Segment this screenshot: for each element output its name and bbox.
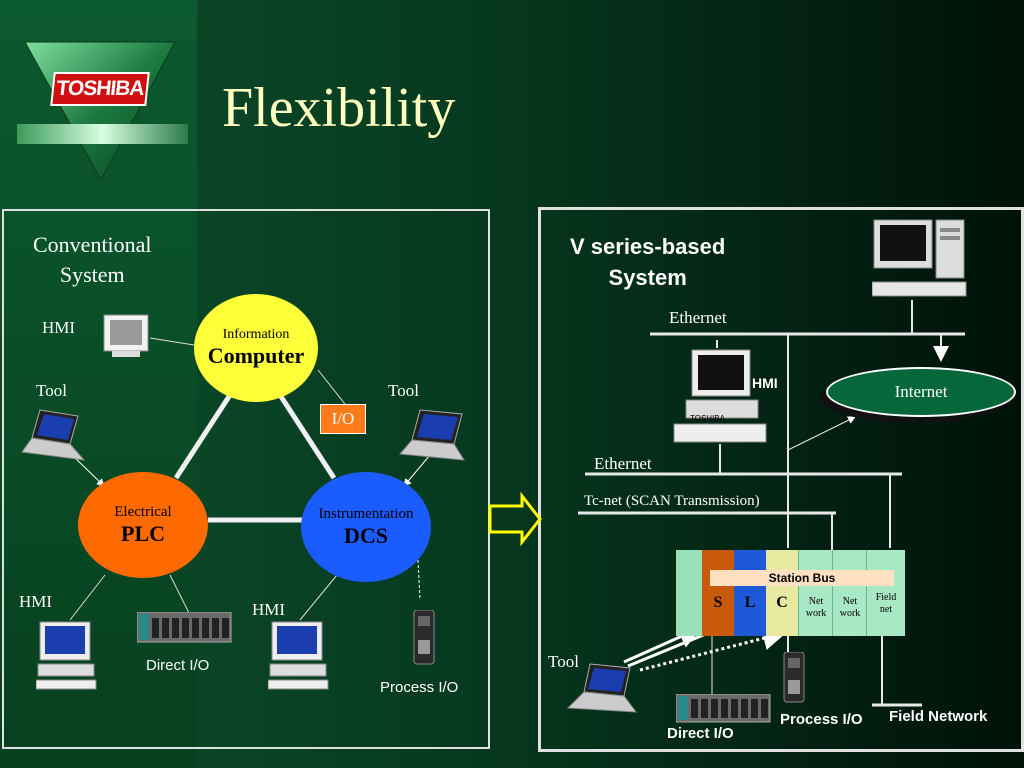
conventional-heading: Conventional System xyxy=(33,230,152,290)
dcs-small-label: Instrumentation xyxy=(318,505,414,522)
laptop-right-icon xyxy=(398,409,465,461)
field-network-label: Field Network xyxy=(889,708,988,725)
rack-power-module xyxy=(676,550,703,636)
internet-label: Internet xyxy=(894,382,948,401)
io-box: I/O xyxy=(320,404,366,434)
controller-rack: S L C Net work Net work Field net Statio… xyxy=(676,550,905,636)
tool-right-panel-label: Tool xyxy=(548,652,579,671)
module-network-1: Net work xyxy=(798,550,833,636)
module-l: L xyxy=(734,550,766,636)
vseries-heading-line2: System xyxy=(608,265,687,290)
vseries-heading-line1: V series-based xyxy=(570,234,726,259)
hmi-left-label: HMI xyxy=(19,592,53,611)
hmi-top-label: HMI xyxy=(42,318,76,337)
hmi-brand-label: TOSHIBA xyxy=(690,414,725,423)
tool-left-label: Tool xyxy=(36,381,67,400)
direct-io-label-left: Direct I/O xyxy=(146,657,210,674)
dcs-node: Instrumentation DCS xyxy=(301,472,431,582)
net1-label-line1: Net xyxy=(808,596,824,607)
fieldnet-label-line1: Field xyxy=(875,592,897,603)
info-big-label: Computer xyxy=(207,343,305,368)
internet-node: Internet xyxy=(826,367,1016,417)
tool-right-label: Tool xyxy=(388,381,419,400)
conventional-heading-line2: System xyxy=(59,262,125,287)
vseries-panel xyxy=(538,207,1024,752)
vseries-heading: V series-based System xyxy=(570,231,725,293)
direct-io-rack-right-icon xyxy=(676,694,771,723)
process-io-label-left: Process I/O xyxy=(380,679,459,696)
conventional-panel xyxy=(2,209,490,749)
slide-title: Flexibility xyxy=(222,77,456,139)
process-io-right-icon xyxy=(783,652,805,703)
conventional-heading-line1: Conventional xyxy=(33,232,152,257)
fieldnet-label-line2: net xyxy=(879,604,893,615)
workstation-left-icon xyxy=(36,621,97,690)
ethernet-mid-label: Ethernet xyxy=(594,454,652,473)
information-computer-node: Information Computer xyxy=(194,294,318,402)
direct-io-label-right: Direct I/O xyxy=(667,725,734,742)
plc-node: Electrical PLC xyxy=(78,472,208,578)
dcs-big-label: DCS xyxy=(343,522,388,548)
process-io-device-icon xyxy=(413,610,435,665)
station-bus-bar: Station Bus xyxy=(710,570,894,586)
module-c: C xyxy=(766,550,798,636)
laptop-left-icon xyxy=(21,409,86,461)
net2-label-line2: work xyxy=(839,608,861,619)
plc-small-label: Electrical xyxy=(114,503,172,520)
net1-label-line2: work xyxy=(805,608,827,619)
module-network-2: Net work xyxy=(832,550,867,636)
plc-big-label: PLC xyxy=(121,520,165,546)
net2-label-line1: Net xyxy=(842,596,858,607)
module-fieldnet: Field net xyxy=(866,550,905,636)
workstation-mid-icon xyxy=(268,621,329,690)
tcnet-label: Tc-net (SCAN Transmission) xyxy=(584,493,760,509)
module-l-label: L xyxy=(744,594,756,611)
process-io-label-right: Process I/O xyxy=(780,711,863,728)
server-computer-icon xyxy=(872,219,967,297)
module-s: S xyxy=(702,550,734,636)
laptop-vseries-icon xyxy=(566,663,638,713)
module-c-label: C xyxy=(776,594,788,611)
ethernet-top-label: Ethernet xyxy=(669,308,727,327)
direct-io-rack-icon xyxy=(137,612,232,643)
hmi-right-label: HMI xyxy=(752,375,778,391)
hmi-workstation-icon xyxy=(673,349,767,443)
crt-monitor-icon xyxy=(103,314,149,357)
hmi-mid-label: HMI xyxy=(252,600,286,619)
info-small-label: Information xyxy=(222,327,290,342)
module-s-label: S xyxy=(713,594,723,611)
